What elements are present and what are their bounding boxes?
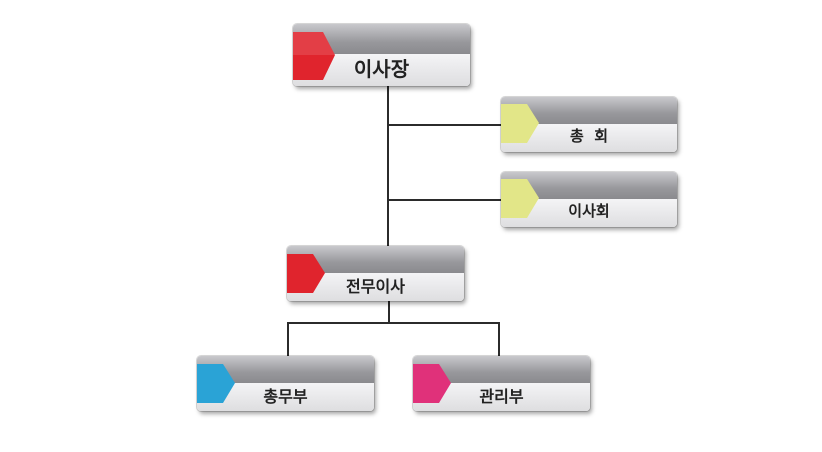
- department-right-drop-line: [498, 322, 500, 358]
- pink-arrow-tag-icon: [413, 364, 451, 403]
- branch-line-general-meeting: [387, 124, 503, 126]
- red-arrow-tag-shape: [287, 254, 325, 293]
- node-general-affairs[interactable]: 총무부: [197, 356, 374, 411]
- red-arrow-tag-icon: [293, 32, 335, 80]
- node-executive-director[interactable]: 전무이사: [287, 246, 464, 301]
- branch-line-board: [387, 199, 503, 201]
- yellow-arrow-tag-shape: [501, 104, 539, 143]
- node-general-meeting-label: 총 회: [569, 127, 609, 145]
- yellow-arrow-tag-icon: [501, 179, 539, 218]
- department-horizontal-line: [287, 322, 500, 324]
- department-left-drop-line: [287, 322, 289, 358]
- node-executive-director-label: 전무이사: [346, 277, 405, 296]
- red-arrow-tag-icon: [287, 254, 325, 293]
- executive-down-line: [388, 300, 390, 322]
- blue-arrow-tag-icon: [197, 364, 235, 403]
- node-chairman-label: 이사장: [353, 57, 410, 81]
- yellow-arrow-tag-icon: [501, 104, 539, 143]
- node-board-label: 이사회: [568, 202, 610, 220]
- node-general-affairs-label: 총무부: [263, 387, 308, 406]
- node-chairman[interactable]: 이사장: [293, 24, 470, 86]
- red-arrow-tag-shape: [293, 32, 335, 80]
- yellow-arrow-tag-shape: [501, 179, 539, 218]
- node-management-label: 관리부: [479, 387, 524, 406]
- pink-arrow-tag-shape: [413, 364, 451, 403]
- trunk-line: [387, 84, 389, 248]
- tag-highlight: [293, 32, 335, 55]
- blue-arrow-tag-shape: [197, 364, 235, 403]
- node-management[interactable]: 관리부: [413, 356, 590, 411]
- node-general-meeting[interactable]: 총 회: [501, 97, 677, 152]
- node-board[interactable]: 이사회: [501, 172, 677, 227]
